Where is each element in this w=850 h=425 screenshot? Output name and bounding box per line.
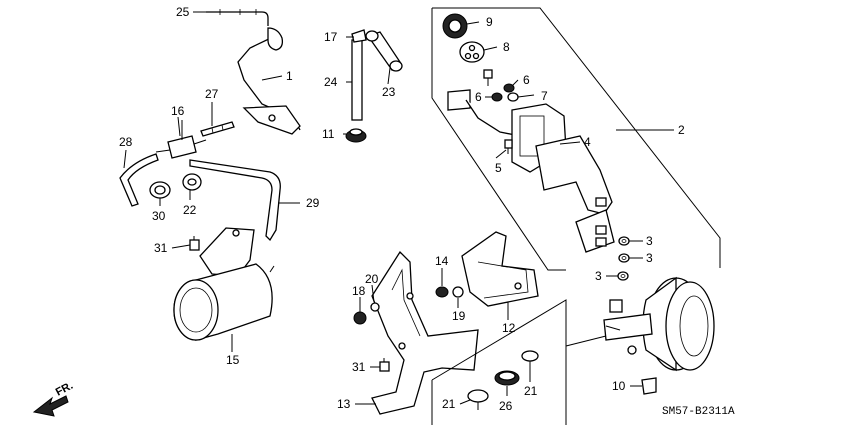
nut-18 — [353, 311, 367, 325]
callout-22: 22 — [183, 203, 197, 217]
check-valve-16 — [155, 120, 207, 159]
diagram-code: SM57-B2311A — [662, 406, 735, 418]
nut-14 — [435, 286, 449, 298]
callout-29: 29 — [306, 196, 320, 210]
callout-13: 13 — [337, 397, 351, 411]
gasket-8 — [459, 41, 485, 63]
callout-3-c: 3 — [595, 269, 602, 283]
front-direction-label: FR. — [54, 380, 75, 399]
nut-6-lower — [491, 92, 503, 102]
o-ring-3a — [618, 236, 630, 246]
bolt-31-left — [189, 236, 200, 251]
vacuum-hose-25 — [206, 9, 269, 26]
callout-27: 27 — [205, 87, 219, 101]
grommet-11 — [345, 128, 367, 143]
front-direction-arrow — [32, 395, 69, 417]
nut-6-upper — [503, 83, 515, 93]
callout-18: 18 — [352, 284, 366, 298]
callout-28: 28 — [119, 135, 133, 149]
hose-28 — [119, 153, 159, 207]
assembly-outline-2 — [431, 7, 721, 271]
screw-near-8 — [483, 69, 493, 86]
hose-23 — [365, 30, 403, 72]
callout-31-lower: 31 — [352, 360, 366, 374]
brake-booster — [603, 276, 715, 372]
nut-19 — [452, 286, 464, 298]
callout-12: 12 — [502, 321, 516, 335]
callout-5: 5 — [495, 161, 502, 175]
bracket-canister — [199, 227, 255, 277]
callout-20: 20 — [365, 272, 379, 286]
solenoid-unit-4 — [447, 89, 615, 253]
hose-29 — [189, 159, 281, 242]
o-ring-3b — [618, 253, 630, 263]
grommet-30 — [149, 181, 171, 199]
vacuum-canister-15 — [173, 263, 275, 341]
callout-1: 1 — [286, 69, 293, 83]
washer-20 — [370, 302, 380, 312]
callout-14: 14 — [435, 254, 449, 268]
vacuum-pipe-1 — [237, 27, 301, 135]
bracket-12 — [461, 231, 539, 307]
leader-lines — [123, 11, 674, 405]
callout-6-lower: 6 — [475, 90, 482, 104]
callout-7: 7 — [541, 89, 548, 103]
callout-6-upper: 6 — [523, 73, 530, 87]
washer-7 — [507, 92, 519, 102]
diaphragm-9 — [442, 13, 468, 39]
bolt-31-lower — [379, 358, 390, 372]
bracket-13 — [371, 250, 479, 415]
callout-19: 19 — [452, 309, 466, 323]
lower-box-outline — [431, 299, 567, 425]
clamp-17 — [351, 29, 367, 43]
o-ring-3c — [617, 271, 629, 281]
callout-15: 15 — [226, 353, 240, 367]
callout-9: 9 — [486, 15, 493, 29]
plug-26 — [494, 370, 520, 386]
plug-21-left — [467, 389, 489, 410]
callout-31-left: 31 — [154, 241, 168, 255]
callout-labels: 25 1 16 27 28 30 22 29 31 15 17 24 23 11… — [119, 5, 685, 413]
callout-24: 24 — [324, 75, 338, 89]
callout-4: 4 — [584, 135, 591, 149]
boot-10 — [641, 377, 657, 395]
callout-16: 16 — [171, 104, 185, 118]
grommet-22 — [182, 173, 202, 191]
callout-25: 25 — [176, 5, 190, 19]
callout-21-right: 21 — [524, 384, 538, 398]
callout-30: 30 — [152, 209, 166, 223]
callout-26: 26 — [499, 399, 513, 413]
hose-27 — [200, 121, 235, 137]
callout-17: 17 — [324, 30, 338, 44]
screw-5 — [504, 139, 513, 154]
callout-3-b: 3 — [646, 251, 653, 265]
callout-23: 23 — [382, 85, 396, 99]
callout-21-left: 21 — [442, 397, 456, 411]
hose-24 — [351, 39, 363, 121]
callout-2: 2 — [678, 123, 685, 137]
callout-3-a: 3 — [646, 234, 653, 248]
callout-10: 10 — [612, 379, 626, 393]
plug-21-right — [521, 350, 539, 368]
callout-8: 8 — [503, 40, 510, 54]
callout-11: 11 — [322, 127, 335, 141]
